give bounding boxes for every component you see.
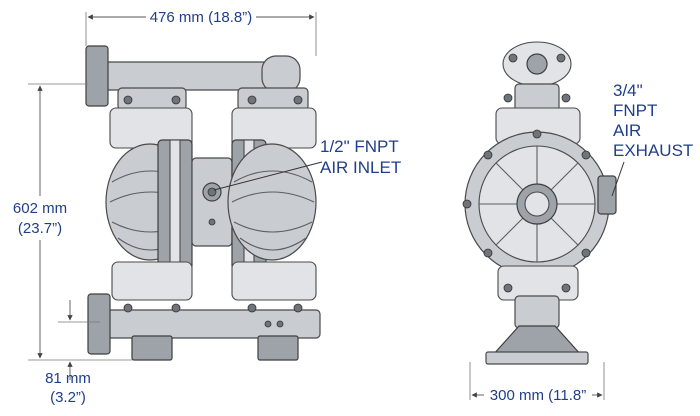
height-mm-label: 602 mm (13, 200, 67, 217)
air-inlet-line1: 1/2" FNPT (320, 137, 399, 156)
front-height-dimension: 602 mm (23.7”) (13, 83, 132, 361)
side-width-dimension: 300 mm (11.8” (469, 362, 605, 404)
air-inlet-callout: 1/2" FNPT AIR INLET (213, 137, 401, 191)
side-width-label: 300 mm (11.8” (490, 387, 586, 404)
front-view-pump (85, 45, 321, 361)
air-inlet-line2: AIR INLET (320, 158, 401, 177)
air-exhaust-callout: 3/4" FNPT AIR EXHAUST (611, 81, 693, 197)
base-in-label: (3.2”) (50, 389, 86, 406)
exhaust-line2: FNPT (613, 101, 657, 120)
base-height-dimension: 81 mm (3.2”) (45, 300, 100, 406)
front-width-dimension: 476 mm (18.8”) (85, 9, 317, 56)
height-in-label: (23.7”) (18, 220, 62, 237)
front-width-label: 476 mm (18.8”) (150, 9, 253, 26)
exhaust-line3: AIR (613, 121, 641, 140)
base-mm-label: 81 mm (45, 370, 91, 387)
side-view-pump (462, 41, 617, 365)
exhaust-line4: EXHAUST (613, 141, 693, 160)
exhaust-line1: 3/4" (613, 81, 643, 100)
